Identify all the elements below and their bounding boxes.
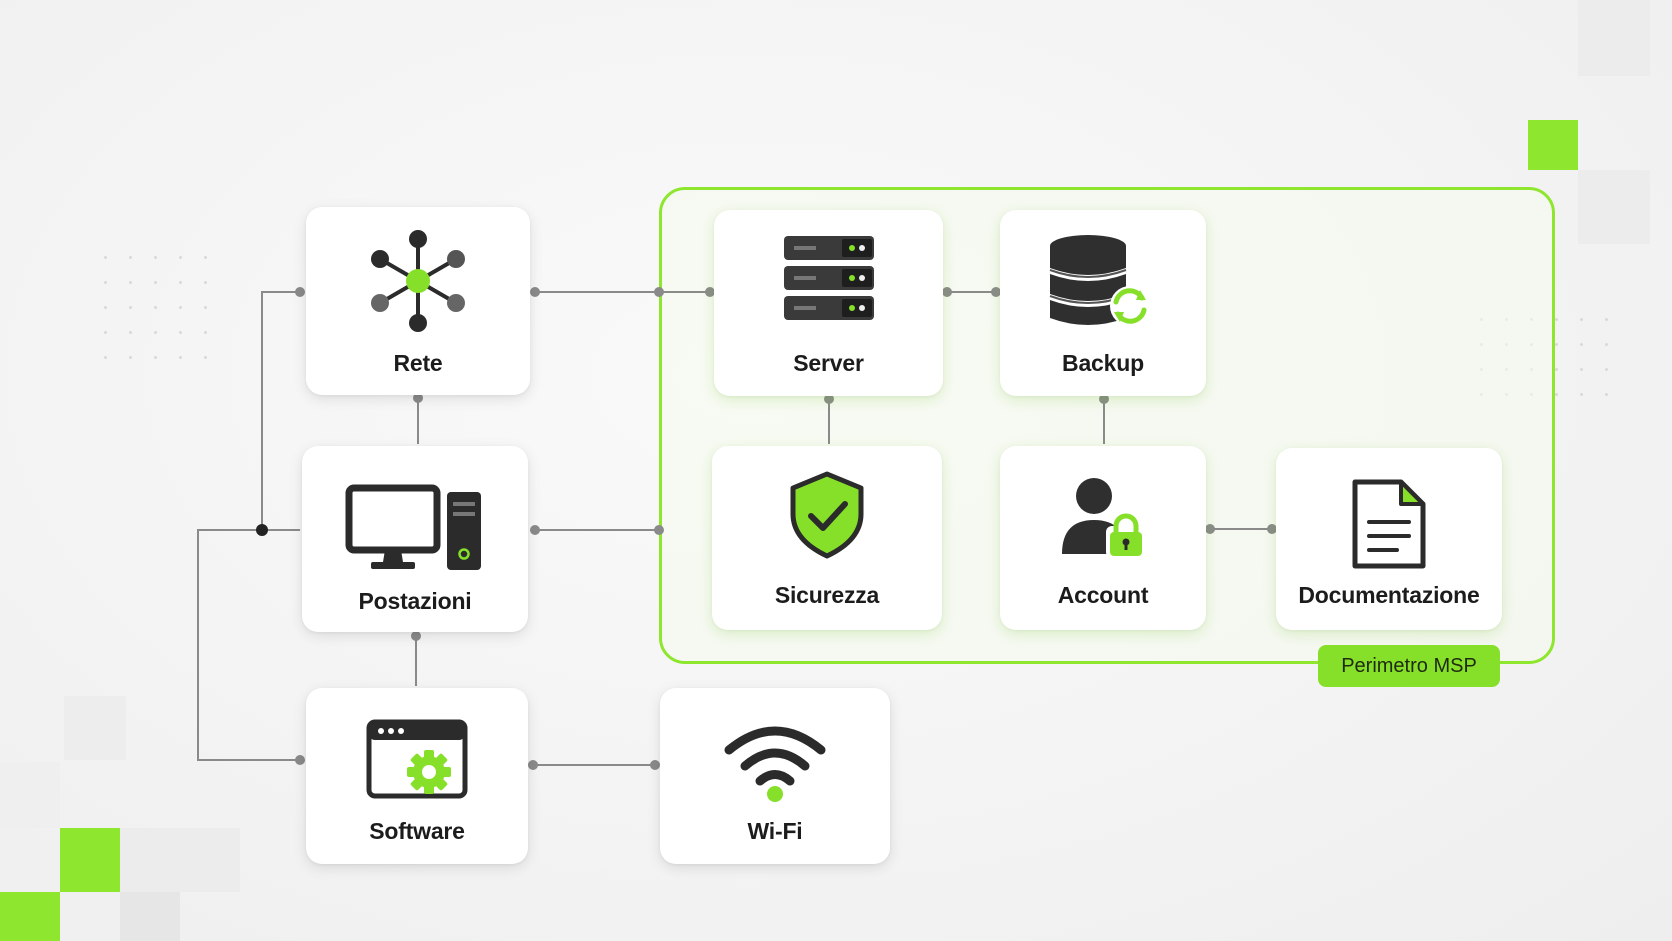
decor-dot	[1555, 368, 1558, 371]
decor-dot	[129, 256, 132, 259]
decor-dot	[1605, 368, 1608, 371]
database-backup-icon	[1000, 234, 1206, 330]
decor-dot	[104, 256, 107, 259]
perimeter-badge: Perimetro MSP	[1318, 645, 1500, 687]
node-software[interactable]: Software	[306, 688, 528, 864]
decor-dot	[154, 256, 157, 259]
document-icon	[1276, 476, 1502, 572]
decor-square	[120, 828, 240, 892]
decor-dot	[1555, 393, 1558, 396]
decor-dot	[179, 331, 182, 334]
decor-dot	[154, 281, 157, 284]
decor-square	[1578, 170, 1650, 244]
decor-square	[120, 892, 180, 941]
decor-dot	[1555, 343, 1558, 346]
node-label: Account	[1057, 582, 1149, 608]
node-label: Backup	[1062, 350, 1144, 376]
decor-dot	[179, 256, 182, 259]
node-sicurezza[interactable]: Sicurezza	[712, 446, 942, 630]
decor-dot	[104, 281, 107, 284]
decor-square	[0, 762, 60, 828]
node-label: Wi-Fi	[747, 818, 803, 844]
decor-dot	[154, 306, 157, 309]
decor-dot	[104, 306, 107, 309]
network-hub-icon	[306, 229, 530, 333]
decor-dot	[204, 356, 207, 359]
decor-dot	[204, 256, 207, 259]
node-label: Documentazione	[1298, 582, 1480, 608]
decor-dot	[129, 281, 132, 284]
decor-dot	[129, 356, 132, 359]
decor-dot	[179, 306, 182, 309]
decor-dot	[204, 281, 207, 284]
node-label: Rete	[393, 350, 443, 376]
decor-dot	[1555, 318, 1558, 321]
decor-square	[64, 696, 126, 760]
decor-square	[1528, 120, 1578, 170]
node-label: Server	[793, 350, 864, 376]
decor-dot	[1605, 393, 1608, 396]
decor-dot	[129, 306, 132, 309]
node-documentazione[interactable]: Documentazione	[1276, 448, 1502, 630]
node-label: Sicurezza	[774, 582, 880, 608]
node-label: Postazioni	[358, 588, 472, 614]
node-wifi[interactable]: Wi-Fi	[660, 688, 890, 864]
decor-dot-grid	[104, 256, 214, 366]
decor-dot	[129, 331, 132, 334]
decor-dot	[204, 306, 207, 309]
wifi-icon	[660, 722, 890, 802]
node-label: Software	[369, 818, 465, 844]
node-rete[interactable]: Rete	[306, 207, 530, 395]
server-rack-icon	[714, 234, 943, 322]
desktop-computer-icon	[302, 484, 528, 572]
user-lock-icon	[1000, 476, 1206, 560]
decor-dot	[1580, 393, 1583, 396]
node-postazioni[interactable]: Postazioni	[302, 446, 528, 632]
decor-square	[1578, 0, 1650, 76]
decor-dot	[1580, 318, 1583, 321]
decor-dot	[1605, 318, 1608, 321]
decor-square	[0, 892, 60, 941]
node-server[interactable]: Server	[714, 210, 943, 396]
decor-dot	[154, 356, 157, 359]
node-backup[interactable]: Backup	[1000, 210, 1206, 396]
decor-dot	[1605, 343, 1608, 346]
connector-left-bus	[261, 291, 300, 530]
decor-dot	[179, 281, 182, 284]
decor-square	[60, 828, 120, 892]
software-settings-icon	[306, 718, 528, 800]
decor-dot	[179, 356, 182, 359]
decor-dot	[1580, 343, 1583, 346]
decor-dot	[1580, 368, 1583, 371]
decor-dot	[104, 356, 107, 359]
decor-dot	[204, 331, 207, 334]
node-account[interactable]: Account	[1000, 446, 1206, 630]
shield-check-icon	[712, 470, 942, 560]
connector-left-bus-lower	[197, 529, 300, 761]
decor-dot	[154, 331, 157, 334]
decor-dot	[104, 331, 107, 334]
